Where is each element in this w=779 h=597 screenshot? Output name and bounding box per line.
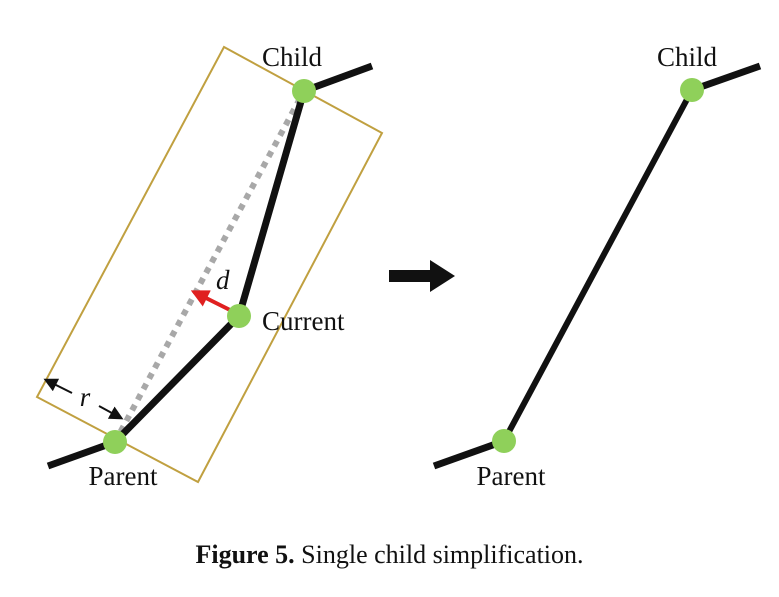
current-label: Current — [262, 306, 345, 336]
after-panel: Child Parent — [432, 42, 762, 491]
figure-caption: Figure 5. Single child simplification. — [0, 540, 779, 570]
parent-label: Parent — [477, 461, 546, 491]
parent-child-straight-line — [112, 89, 307, 444]
before-panel: Child Current Parent d r — [35, 42, 384, 491]
radius-arrow-left — [43, 378, 73, 394]
child-label: Child — [657, 42, 718, 72]
simplification-diagram: Child Current Parent d r Child Parent — [35, 42, 762, 491]
current-node — [227, 304, 251, 328]
child-outgoing-edge — [690, 62, 762, 94]
distance-label: d — [216, 265, 230, 295]
child-outgoing-edge — [302, 62, 374, 95]
radius-label: r — [80, 382, 91, 412]
distance-arrow — [190, 290, 233, 313]
child-label: Child — [262, 42, 323, 72]
parent-current-edge — [112, 313, 242, 445]
parent-node — [103, 430, 127, 454]
caption-label: Figure 5. — [195, 540, 295, 569]
child-node — [292, 79, 316, 103]
tolerance-bounding-box — [35, 45, 384, 484]
radius-arrow-right — [98, 405, 124, 420]
current-child-edge — [235, 90, 308, 317]
parent-node — [492, 429, 516, 453]
parent-child-edge — [501, 88, 695, 443]
child-node — [680, 78, 704, 102]
caption-text: Single child simplification. — [294, 540, 584, 569]
transition-arrow — [389, 260, 455, 292]
parent-incoming-edge — [432, 437, 506, 470]
parent-label: Parent — [89, 461, 158, 491]
